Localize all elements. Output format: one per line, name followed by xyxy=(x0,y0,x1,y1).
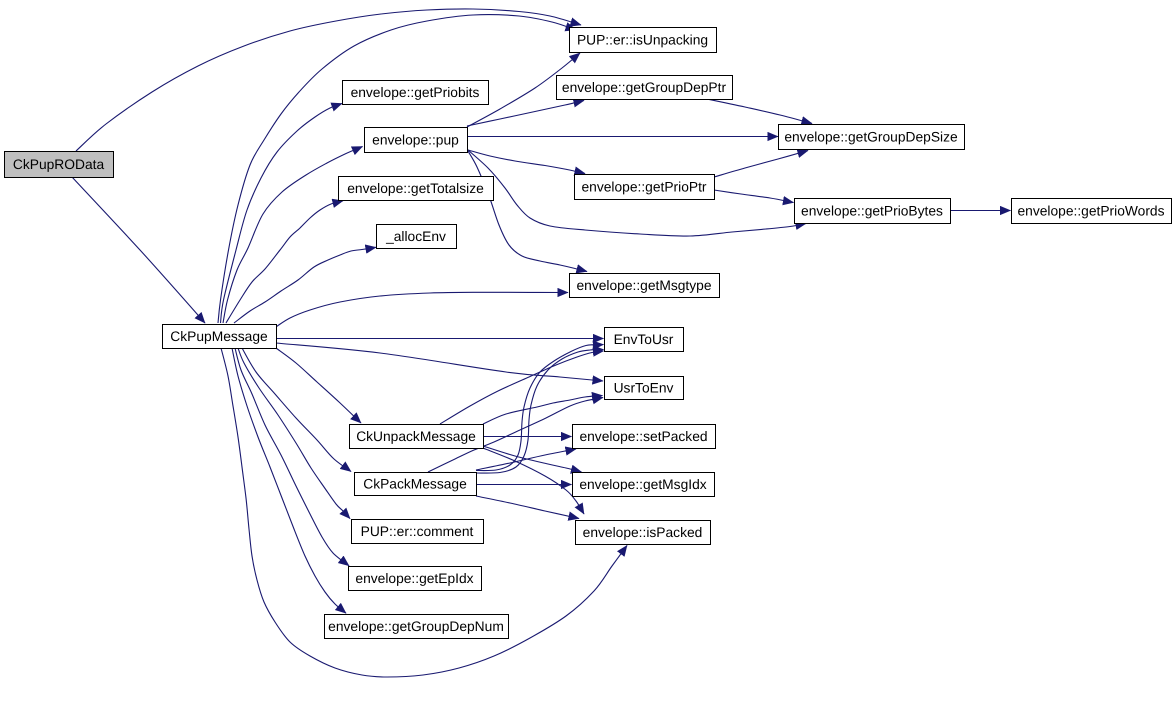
svg-text:envelope::getPrioBytes: envelope::getPrioBytes xyxy=(801,203,943,218)
svg-text:envelope::isPacked: envelope::isPacked xyxy=(583,525,703,540)
svg-text:envelope::pup: envelope::pup xyxy=(372,132,459,147)
svg-text:envelope::getMsgtype: envelope::getMsgtype xyxy=(577,278,712,293)
svg-text:UsrToEnv: UsrToEnv xyxy=(614,380,674,395)
svg-text:envelope::getGroupDepSize: envelope::getGroupDepSize xyxy=(784,129,958,144)
svg-text:_allocEnv: _allocEnv xyxy=(385,229,446,244)
svg-text:envelope::getMsgIdx: envelope::getMsgIdx xyxy=(579,477,706,492)
svg-text:envelope::setPacked: envelope::setPacked xyxy=(579,429,707,444)
svg-text:envelope::getGroupDepNum: envelope::getGroupDepNum xyxy=(328,619,504,634)
svg-text:CkUnpackMessage: CkUnpackMessage xyxy=(356,429,476,444)
svg-text:PUP::er::isUnpacking: PUP::er::isUnpacking xyxy=(577,32,708,47)
svg-text:CkPupMessage: CkPupMessage xyxy=(170,329,268,344)
svg-text:envelope::getEpIdx: envelope::getEpIdx xyxy=(355,571,473,586)
svg-text:PUP::er::comment: PUP::er::comment xyxy=(361,524,474,539)
svg-text:CkPupROData: CkPupROData xyxy=(13,157,105,172)
svg-text:EnvToUsr: EnvToUsr xyxy=(614,332,674,347)
svg-text:envelope::getPriobits: envelope::getPriobits xyxy=(351,85,480,100)
svg-text:envelope::getPrioWords: envelope::getPrioWords xyxy=(1018,203,1165,218)
svg-text:envelope::getPrioPtr: envelope::getPrioPtr xyxy=(581,179,706,194)
svg-text:envelope::getTotalsize: envelope::getTotalsize xyxy=(347,181,484,196)
svg-text:CkPackMessage: CkPackMessage xyxy=(363,476,467,491)
svg-text:envelope::getGroupDepPtr: envelope::getGroupDepPtr xyxy=(562,80,727,95)
